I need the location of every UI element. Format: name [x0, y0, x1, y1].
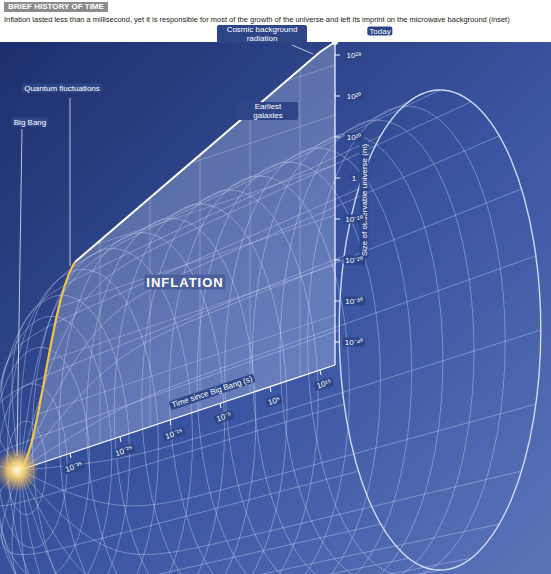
- history-curve: [75, 42, 335, 262]
- tick-label: 10⁻¹⁰: [343, 215, 365, 224]
- time-axis: [20, 365, 335, 470]
- big-bang-glow: [0, 448, 39, 492]
- tick-label: 10²⁸: [345, 51, 364, 60]
- tick-label: 10¹⁰: [345, 133, 364, 142]
- axis-title: Size of observable universe (m): [360, 142, 369, 259]
- callout-label: Quantum fluctuations: [22, 84, 102, 93]
- title-band: BRIEF HISTORY OF TIME: [4, 2, 108, 12]
- tick-label: 10⁻²⁰: [343, 256, 365, 265]
- tick-label: 10⁻³⁰: [343, 297, 365, 306]
- axis-ticks: [70, 55, 340, 458]
- wire-ring: [308, 106, 506, 574]
- sheet-grid: [20, 40, 335, 460]
- wire-line: [20, 470, 471, 574]
- leader-lines: [17, 32, 366, 456]
- background: [0, 42, 551, 574]
- callout-label: Cosmic background radiation: [217, 25, 307, 43]
- tick-label: 10²⁰: [345, 92, 364, 101]
- phase-label: INFLATION: [144, 275, 225, 290]
- size-axis: [334, 40, 335, 365]
- tick-label: 1: [350, 174, 358, 183]
- wire-line: [12, 470, 381, 574]
- today-dot: [332, 39, 338, 45]
- callout-label: Big Bang: [12, 118, 48, 127]
- caption: Inflation lasted less than a millisecond…: [4, 15, 544, 24]
- wire-ring: [339, 90, 541, 570]
- inflation-curve: [20, 262, 75, 470]
- callout-label: Today: [367, 27, 392, 36]
- tick-label: 10⁻⁴⁰: [343, 338, 365, 347]
- history-sheet: [20, 44, 335, 470]
- callout-label: Earliest galaxies: [238, 102, 298, 120]
